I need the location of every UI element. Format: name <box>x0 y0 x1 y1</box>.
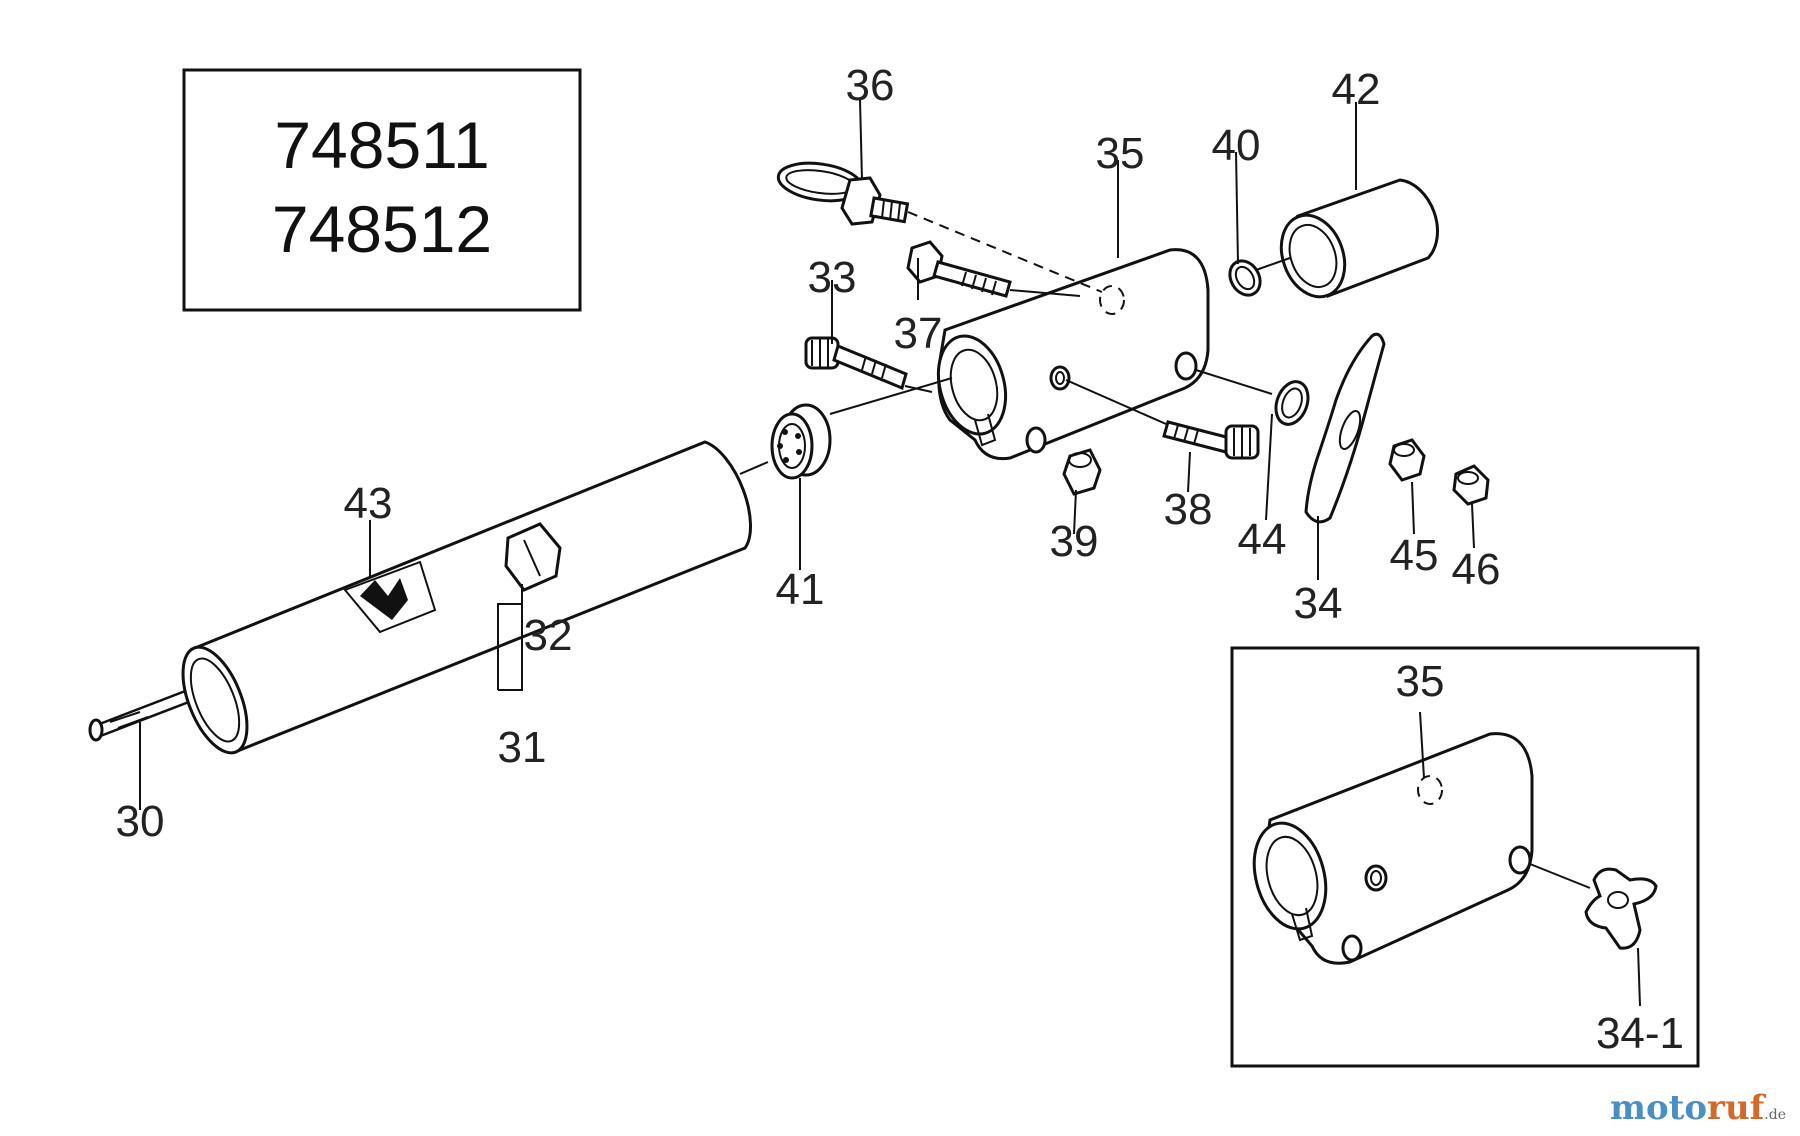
bolt-33 <box>804 336 908 391</box>
label-44: 44 <box>1238 515 1287 564</box>
nut-45 <box>1388 438 1426 482</box>
watermark-suffix: .de <box>1764 1107 1786 1123</box>
label-30: 30 <box>116 797 165 846</box>
leader-lines <box>139 99 1475 810</box>
label-42: 42 <box>1332 65 1381 114</box>
knob-lever-34 <box>1304 332 1386 524</box>
label-37: 37 <box>894 309 943 358</box>
label-35-inset: 35 <box>1396 657 1445 706</box>
site-watermark: motoruf.de <box>1610 1088 1786 1128</box>
label-40: 40 <box>1212 121 1261 170</box>
model-number-box: 748511 748512 <box>182 68 582 312</box>
washer-44 <box>1274 380 1310 426</box>
label-33: 33 <box>808 253 857 302</box>
inset-alternative-housing <box>1230 646 1700 1068</box>
eye-bolt-36 <box>776 161 910 226</box>
bolt-38 <box>1162 420 1260 460</box>
part-number-labels: 30 31 32 33 34 34-1 35 35 36 37 38 39 40… <box>116 61 1685 1058</box>
label-43: 43 <box>344 479 393 528</box>
model-number-2: 748512 <box>272 192 492 266</box>
label-38: 38 <box>1164 485 1213 534</box>
housing-35 <box>936 248 1210 461</box>
bolt-37 <box>906 240 1012 298</box>
watermark-part-a: moto <box>1609 1088 1708 1128</box>
label-32: 32 <box>524 611 573 660</box>
label-46: 46 <box>1452 545 1501 594</box>
label-39: 39 <box>1050 517 1099 566</box>
model-number-1: 748511 <box>274 108 489 182</box>
assembly-guide-lines <box>739 211 1291 475</box>
circlip-40 <box>1228 259 1262 297</box>
label-31: 31 <box>498 723 547 772</box>
cap-nut-46 <box>1452 464 1490 506</box>
bearing-41 <box>770 403 832 480</box>
label-34: 34 <box>1294 579 1343 628</box>
label-34-1: 34-1 <box>1596 1009 1684 1058</box>
label-41: 41 <box>776 565 825 614</box>
label-36: 36 <box>846 61 895 110</box>
label-35: 35 <box>1096 129 1145 178</box>
lock-button-32 <box>504 522 562 592</box>
watermark-part-b: ruf <box>1707 1088 1765 1128</box>
label-45: 45 <box>1390 531 1439 580</box>
sleeve-42 <box>1279 178 1439 299</box>
nut-39 <box>1062 448 1102 496</box>
shaft-tube-31 <box>181 440 752 755</box>
